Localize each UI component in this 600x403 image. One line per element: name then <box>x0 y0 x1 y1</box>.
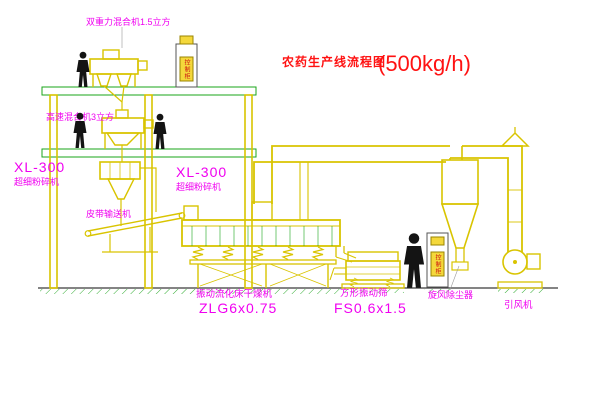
mill-left-model-label: XL-300 <box>14 159 65 175</box>
control-cabinet-ground: 控制柜 <box>426 232 449 288</box>
drawing-title: 农药生产线流程图 <box>281 54 386 69</box>
fluid-bed-dryer <box>181 162 341 288</box>
dryer-name-label: 振动流化床干燥机 <box>196 288 273 300</box>
gravity-mixer-label: 双重力混合机1.5立方 <box>86 16 171 27</box>
building-structure <box>41 86 257 289</box>
mill-center-model-label: XL-300 <box>176 164 227 180</box>
ground-line <box>38 287 558 294</box>
cyclone-separator <box>440 159 480 271</box>
drawing-title-capacity: (500kg/h) <box>378 51 471 76</box>
person-figure <box>153 113 167 149</box>
sieve-model-label: FS0.6x1.5 <box>334 300 407 316</box>
sieve-name-label: 方形振动筛 <box>340 287 388 299</box>
belt-conveyor <box>84 212 186 253</box>
dryer-model-label: ZLG6x0.75 <box>199 300 277 316</box>
gravity-mixer <box>89 49 148 110</box>
pulverizer <box>99 161 157 226</box>
mill-center-name-label: 超细粉碎机 <box>176 181 221 192</box>
person-figure <box>76 51 90 87</box>
cyclone-label: 旋风除尘器 <box>428 289 473 300</box>
induced-draft-fan <box>449 127 543 289</box>
cyclone-leader-line <box>449 265 460 291</box>
control-cabinet-top: 控制柜 <box>175 35 198 88</box>
vibrating-sieve <box>329 246 405 289</box>
person-figure <box>403 233 425 288</box>
cabinet-top-label: 控制柜 <box>183 58 190 80</box>
high-speed-mixer <box>101 109 154 162</box>
fan-label: 引风机 <box>504 299 533 311</box>
cabinet-ground-label: 控制柜 <box>434 253 441 275</box>
belt-conveyor-label: 皮带输送机 <box>86 208 131 219</box>
mill-left-name-label: 超细粉碎机 <box>14 176 59 187</box>
exhaust-duct <box>253 145 450 204</box>
